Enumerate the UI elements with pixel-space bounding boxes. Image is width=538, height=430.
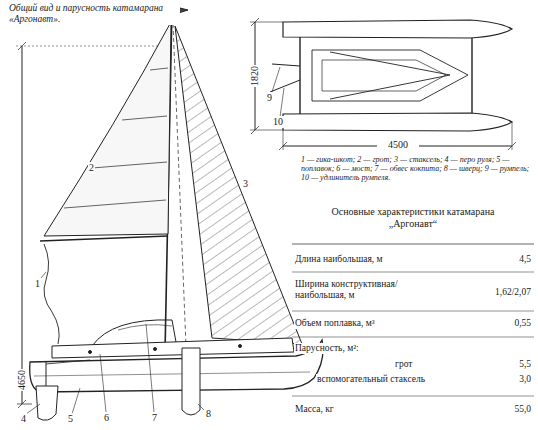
float-plan — [283, 113, 512, 131]
table-heading: Основные характеристики катамарана „Арго… — [312, 206, 514, 229]
mainsail — [44, 22, 171, 236]
table-cell: Парусность, м²: — [294, 343, 476, 354]
table-cell: 3,0 — [518, 374, 532, 385]
table-cell: 1,62/2,07 — [494, 287, 532, 298]
float-plan — [283, 20, 512, 38]
figure-title: Общий вид и парусность катамарана «Аргон… — [8, 3, 180, 25]
bridge-deck — [52, 338, 294, 358]
parts-legend: 1 — гика-шкот; 2 — грот; 3 — стаксель; 4… — [300, 155, 534, 183]
callout-number: 10 — [272, 116, 284, 128]
jib — [175, 26, 302, 344]
table-cell: 0,55 — [513, 318, 532, 329]
tiller — [272, 64, 300, 66]
tiller-extension — [270, 80, 300, 92]
dimension-label: 1820 — [249, 65, 261, 87]
dimension-label: 4500 — [377, 139, 419, 151]
callout-number: 1 — [34, 278, 41, 290]
dimension-line — [22, 46, 23, 404]
callout-number: 9 — [266, 92, 273, 104]
rudder-blade — [36, 386, 58, 420]
callout-number: 7 — [151, 412, 158, 424]
callout-number: 3 — [242, 178, 249, 190]
boom — [40, 236, 168, 241]
table-cell: Объем поплавка, м³ — [294, 318, 476, 329]
bridge-plan — [312, 50, 468, 101]
float-hull — [30, 340, 323, 392]
table-cell: 5,5 — [518, 359, 532, 370]
callout-number: 8 — [205, 408, 212, 420]
callout-number: 4 — [20, 413, 27, 425]
table-cell: Масса, кг — [294, 404, 476, 415]
dimension-label: 4650 — [16, 369, 28, 391]
table-cell: Ширина конструктивная/наибольшая, м — [294, 279, 436, 301]
table-cell: 4,5 — [518, 254, 532, 265]
mainsheet — [44, 244, 59, 344]
callout-number: 5 — [67, 413, 74, 425]
daggerboard — [182, 348, 200, 415]
table-cell: вспомогательный стаксель — [316, 374, 426, 385]
table-cell: грот — [394, 359, 413, 370]
table-cell: 55,0 — [513, 404, 532, 415]
callout-number: 2 — [88, 162, 95, 174]
table-cell: Длина наибольшая, м — [294, 254, 476, 265]
callout-number: 6 — [103, 412, 110, 424]
